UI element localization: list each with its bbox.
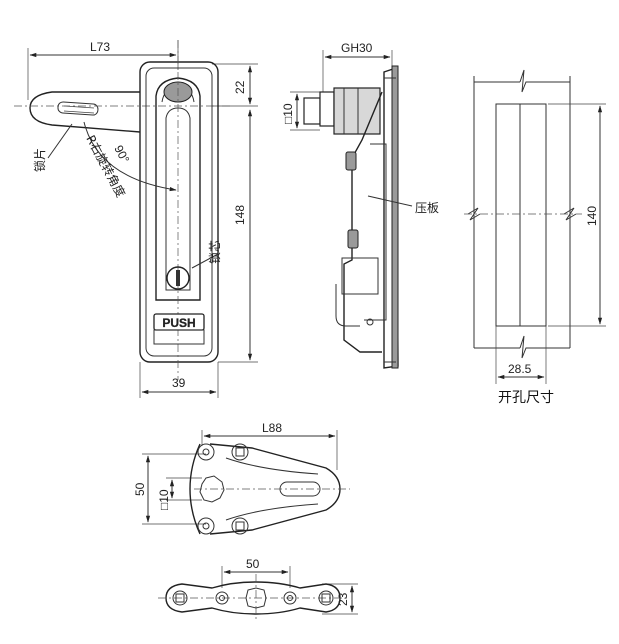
bottom-plate-view: 50 23 (158, 557, 358, 622)
dim-width-top: L73 (90, 40, 110, 54)
dim-height: 148 (233, 205, 247, 225)
rotation-arc (83, 121, 177, 192)
dim-cutout-height: 140 (585, 206, 599, 226)
lock-plate (29, 91, 141, 133)
front-view: L73 22 148 锁芯 PUSH R右旋转 (14, 40, 258, 398)
bottom-screw-left (215, 591, 229, 605)
label-lock-core: 锁芯 (207, 240, 222, 264)
dim-bottom-height: 23 (336, 592, 350, 606)
dim-bottom-spacing: 50 (246, 557, 260, 571)
handle-body (139, 61, 219, 363)
label-lock-plate: 锁片 (32, 148, 47, 172)
lock-core (166, 266, 190, 290)
cutout-view: 140 28.5 开孔尺寸 (464, 69, 606, 406)
dim-plate-height: 50 (133, 482, 147, 496)
cutout-caption: 开孔尺寸 (498, 390, 554, 406)
label-angle: 90° (111, 143, 132, 166)
screw-bottom-right (231, 517, 249, 535)
dim-plate-square: □10 (157, 489, 171, 510)
screw-top-right (231, 443, 249, 461)
mount-arc (189, 443, 201, 535)
lock-shaft (333, 87, 381, 135)
label-rotation: R右旋转角度 (83, 132, 128, 199)
bottom-hole-right (318, 590, 334, 606)
lock-plate-slot (57, 101, 99, 116)
screw-top-left (197, 443, 215, 461)
square-hole (199, 475, 225, 503)
dim-cutout-width: 28.5 (508, 362, 532, 376)
dim-plate-length: L88 (262, 421, 282, 435)
dim-grip-height: GH30 (341, 41, 373, 55)
bottom-hole-left (172, 590, 188, 606)
lock-plate-view: L88 50 □10 (133, 421, 350, 535)
dim-top-offset: 22 (233, 80, 247, 94)
handle-grip (155, 77, 201, 301)
side-view: GH30 □10 压板 (281, 41, 439, 369)
cutout-rect (495, 103, 547, 327)
bottom-screw-right (283, 591, 297, 605)
dim-square: □10 (281, 103, 295, 124)
bottom-square-hole (245, 587, 267, 609)
screw-bottom-left (197, 517, 215, 535)
dim-width-bottom: 39 (172, 376, 186, 390)
key-slot (176, 270, 180, 286)
push-text: PUSH (162, 316, 195, 330)
label-pressure-plate: 压板 (415, 201, 439, 215)
handle-housing (343, 91, 383, 353)
